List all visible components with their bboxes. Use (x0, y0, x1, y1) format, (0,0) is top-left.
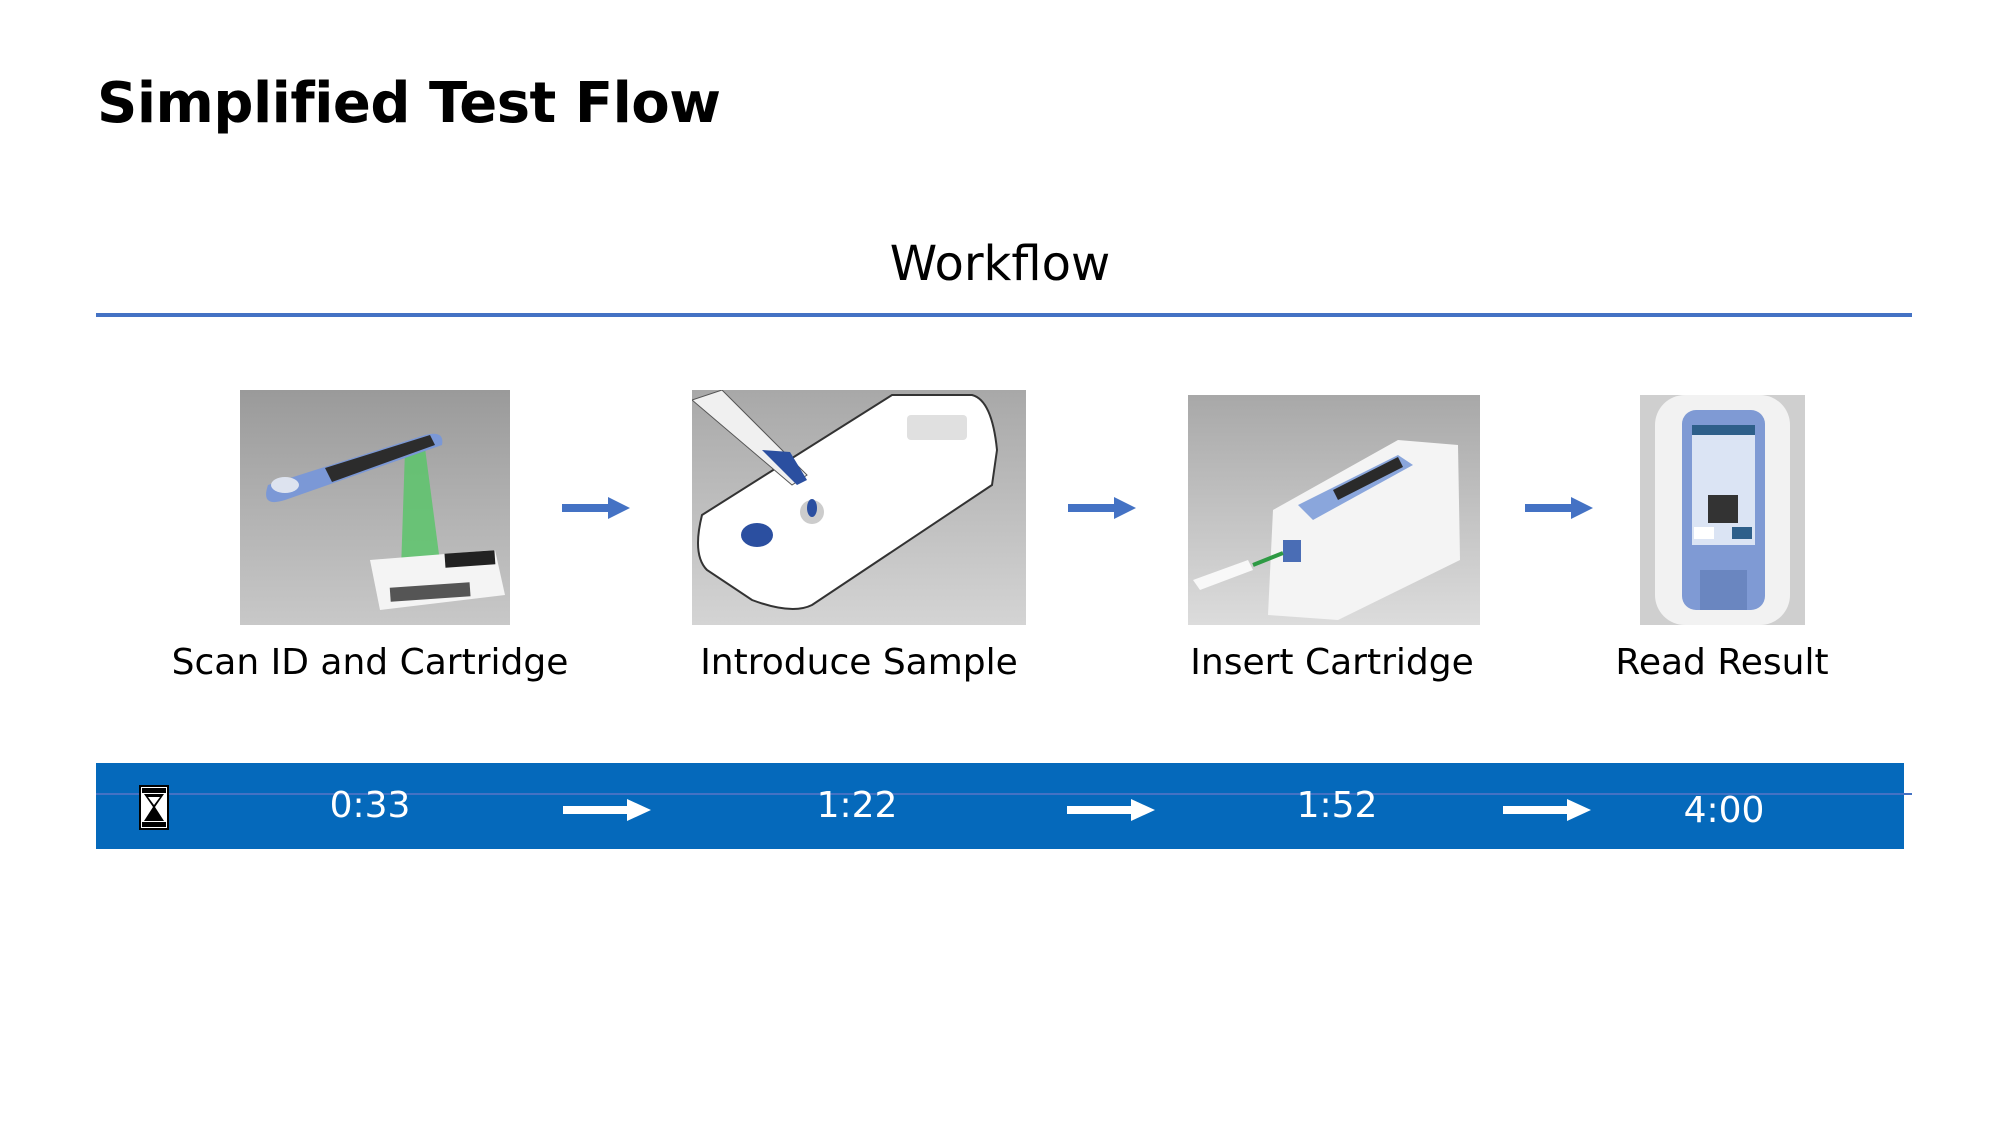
step-image-scan (240, 390, 510, 625)
hourglass-icon (139, 785, 169, 830)
step-image-result (1640, 395, 1805, 625)
time-step-4: 4:00 (1683, 790, 1765, 831)
timeline-bar (96, 763, 1904, 849)
arrow-right-icon (1503, 799, 1591, 825)
section-heading: Workflow (889, 236, 1111, 292)
step-label-insert: Insert Cartridge (1190, 642, 1474, 683)
time-step-3: 1:52 (1296, 785, 1378, 826)
step-image-insert (1188, 395, 1480, 625)
arrow-right-icon (562, 497, 630, 523)
section-divider (96, 313, 1912, 317)
arrow-right-icon (1525, 497, 1593, 523)
time-step-2: 1:22 (816, 785, 898, 826)
time-step-1: 0:33 (329, 785, 411, 826)
arrow-right-icon (563, 799, 651, 825)
arrow-right-icon (1068, 497, 1136, 523)
arrow-right-icon (1067, 799, 1155, 825)
step-label-result: Read Result (1615, 642, 1829, 683)
step-label-scan: Scan ID and Cartridge (171, 642, 569, 683)
step-image-sample (692, 390, 1026, 625)
timeline-guide-line (96, 793, 1912, 795)
step-label-sample: Introduce Sample (700, 642, 1018, 683)
page-title: Simplified Test Flow (97, 71, 721, 136)
